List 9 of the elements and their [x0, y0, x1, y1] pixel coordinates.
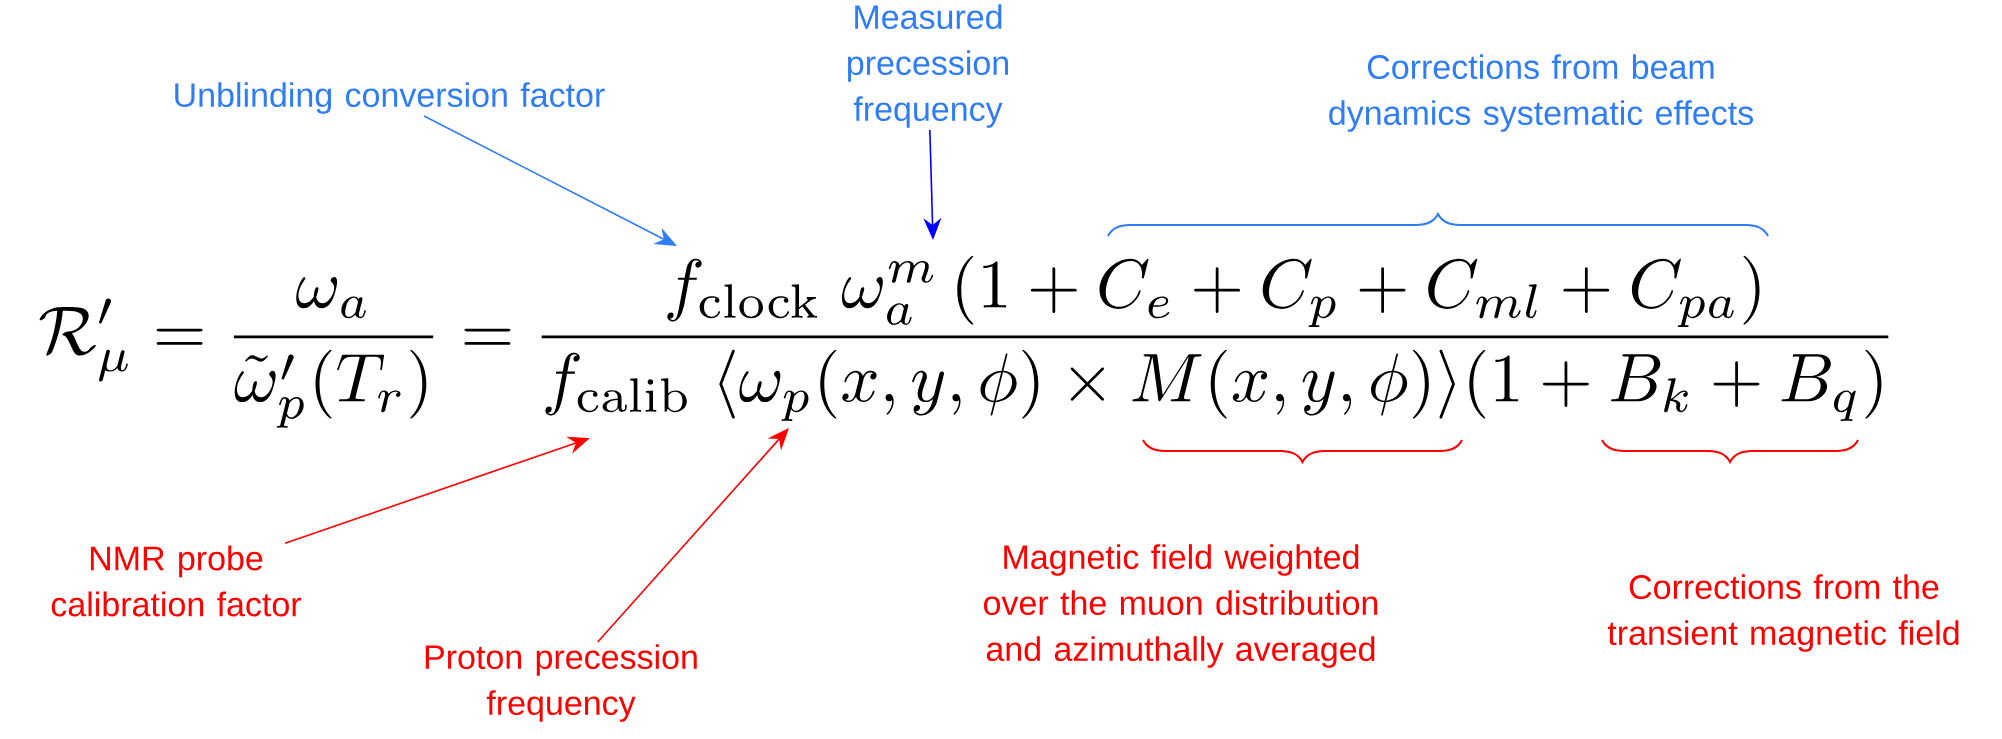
annotation: Corrections from the transient magnetic field [1607, 574, 1959, 652]
annotation: Measured precession frequency [848, 4, 1008, 128]
annotation: Unblinding conversion factor [175, 82, 605, 114]
annotation: Corrections from beam dynamics systematic effects [1329, 54, 1753, 132]
equation: $\mathcal{R}'_\mu = \frac{\omega_a}{\tilde{\omega}'_p(T_r)} = \frac{f_{\mathrm{clock}}\;\omega_a^m\,(1+C_e+C_p+C_{ml}+C_{pa})}{f_{\mathrm{calib}}\;\langle\omega_p(x,y,\phi)\times M(x,y,\phi)\rangle(1+B_k+B_q)}$ [39, 255, 1889, 428]
arrow [596, 428, 789, 643]
annotation: Magnetic field weighted over the muon distribution and azimuthally averaged [984, 544, 1378, 668]
annotation: NMR probe calibration factor [51, 545, 302, 617]
annotation: Proton precession frequency [425, 644, 697, 722]
